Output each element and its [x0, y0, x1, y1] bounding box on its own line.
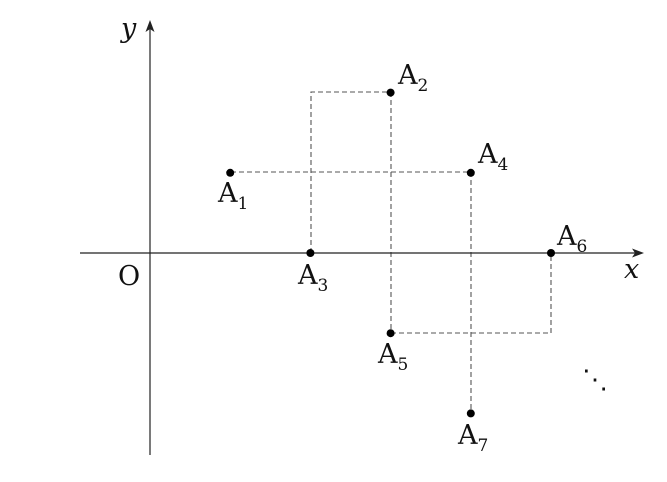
point-label: A5 [377, 339, 408, 375]
point-A3: A3 [297, 249, 328, 296]
point-A5: A5 [377, 329, 408, 375]
point-dot [306, 249, 315, 257]
point-label: A2 [397, 60, 428, 96]
point-A2: A2 [386, 60, 428, 97]
point-A6: A6 [547, 221, 587, 257]
guide-A3-A2 [310, 91, 391, 253]
point-dot [386, 329, 395, 338]
point-dot [466, 168, 475, 177]
point-A7: A7 [457, 409, 488, 456]
point-label: A7 [457, 420, 488, 456]
x-axis-arrow-icon [632, 248, 644, 258]
point-label: A4 [477, 139, 508, 175]
point-dot [386, 88, 395, 97]
point-label: A1 [217, 178, 248, 214]
point-dot [226, 168, 235, 177]
point-A1: A1 [217, 168, 248, 214]
point-dot [466, 409, 475, 418]
point-A4: A4 [466, 139, 508, 177]
continuation-ellipsis: ⋱ [582, 365, 608, 395]
point-dot [547, 249, 555, 257]
guide-A5-A6 [391, 253, 552, 334]
y-axis-label: y [120, 13, 137, 44]
point-label: A6 [556, 221, 587, 257]
x-axis-label: x [624, 254, 639, 285]
y-axis-arrow-icon [145, 20, 155, 32]
point-label: A3 [297, 260, 328, 296]
origin-label: O [118, 261, 140, 292]
